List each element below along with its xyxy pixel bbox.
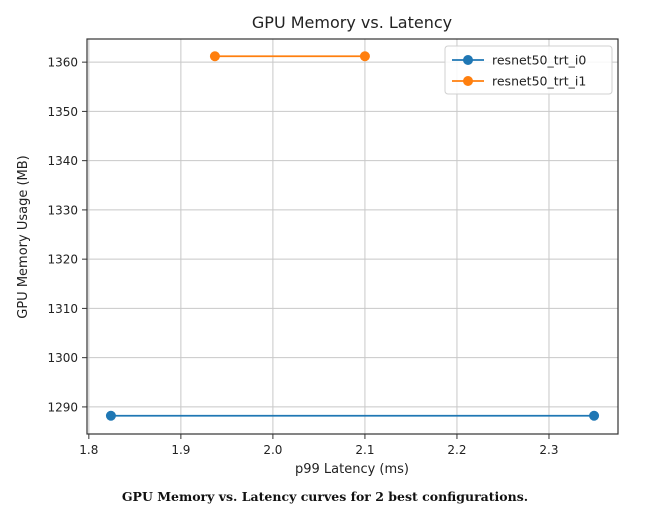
- axes-frame: [86, 38, 619, 435]
- y-tick-label: 1350: [47, 105, 78, 119]
- series-resnet50_trt_i0: [105, 410, 600, 421]
- legend-item: resnet50_trt_i1: [452, 74, 586, 89]
- legend-label: resnet50_trt_i0: [492, 53, 586, 68]
- x-tick-label: 2.0: [263, 443, 282, 457]
- axis-ticks: 1.8 1.9 2.0 2.1 2.2 2.3 1290 1300 1310 1320 1330 13…: [47, 56, 558, 457]
- y-tick-label: 1320: [47, 253, 78, 267]
- legend-label: resnet50_trt_i1: [492, 74, 586, 89]
- legend: resnet50_trt_i0 resnet50_trt_i1: [444, 45, 613, 95]
- y-tick-label: 1310: [47, 302, 78, 316]
- y-axis-label: GPU Memory Usage (MB): [16, 155, 31, 318]
- data-point-marker: [359, 51, 370, 62]
- legend-item: resnet50_trt_i0: [452, 53, 586, 68]
- y-tick-label: 1300: [47, 351, 78, 365]
- series-resnet50_trt_i1: [209, 51, 370, 62]
- chart-title: GPU Memory vs. Latency: [252, 13, 452, 32]
- x-tick-label: 2.1: [355, 443, 374, 457]
- x-tick-label: 2.3: [539, 443, 558, 457]
- data-point-marker: [105, 410, 116, 421]
- x-tick-label: 1.9: [171, 443, 190, 457]
- y-tick-label: 1290: [47, 400, 78, 414]
- legend-marker-icon: [463, 55, 473, 65]
- x-tick-label: 1.8: [79, 443, 98, 457]
- x-axis-label: p99 Latency (ms): [295, 462, 409, 477]
- data-point-marker: [209, 51, 220, 62]
- y-tick-label: 1360: [47, 56, 78, 70]
- chart: 1.8 1.9 2.0 2.1 2.2 2.3 1290 1300 1310 1320 1330 13…: [16, 13, 619, 477]
- y-tick-label: 1330: [47, 203, 78, 217]
- legend-marker-icon: [463, 76, 473, 86]
- grid-lines: [87, 39, 618, 434]
- legend-box: [444, 45, 613, 95]
- x-tick-label: 2.2: [447, 443, 466, 457]
- data-point-marker: [589, 410, 600, 421]
- y-tick-label: 1340: [47, 154, 78, 168]
- figure-caption: GPU Memory vs. Latency curves for 2 best…: [121, 489, 529, 504]
- data-series: [105, 51, 600, 421]
